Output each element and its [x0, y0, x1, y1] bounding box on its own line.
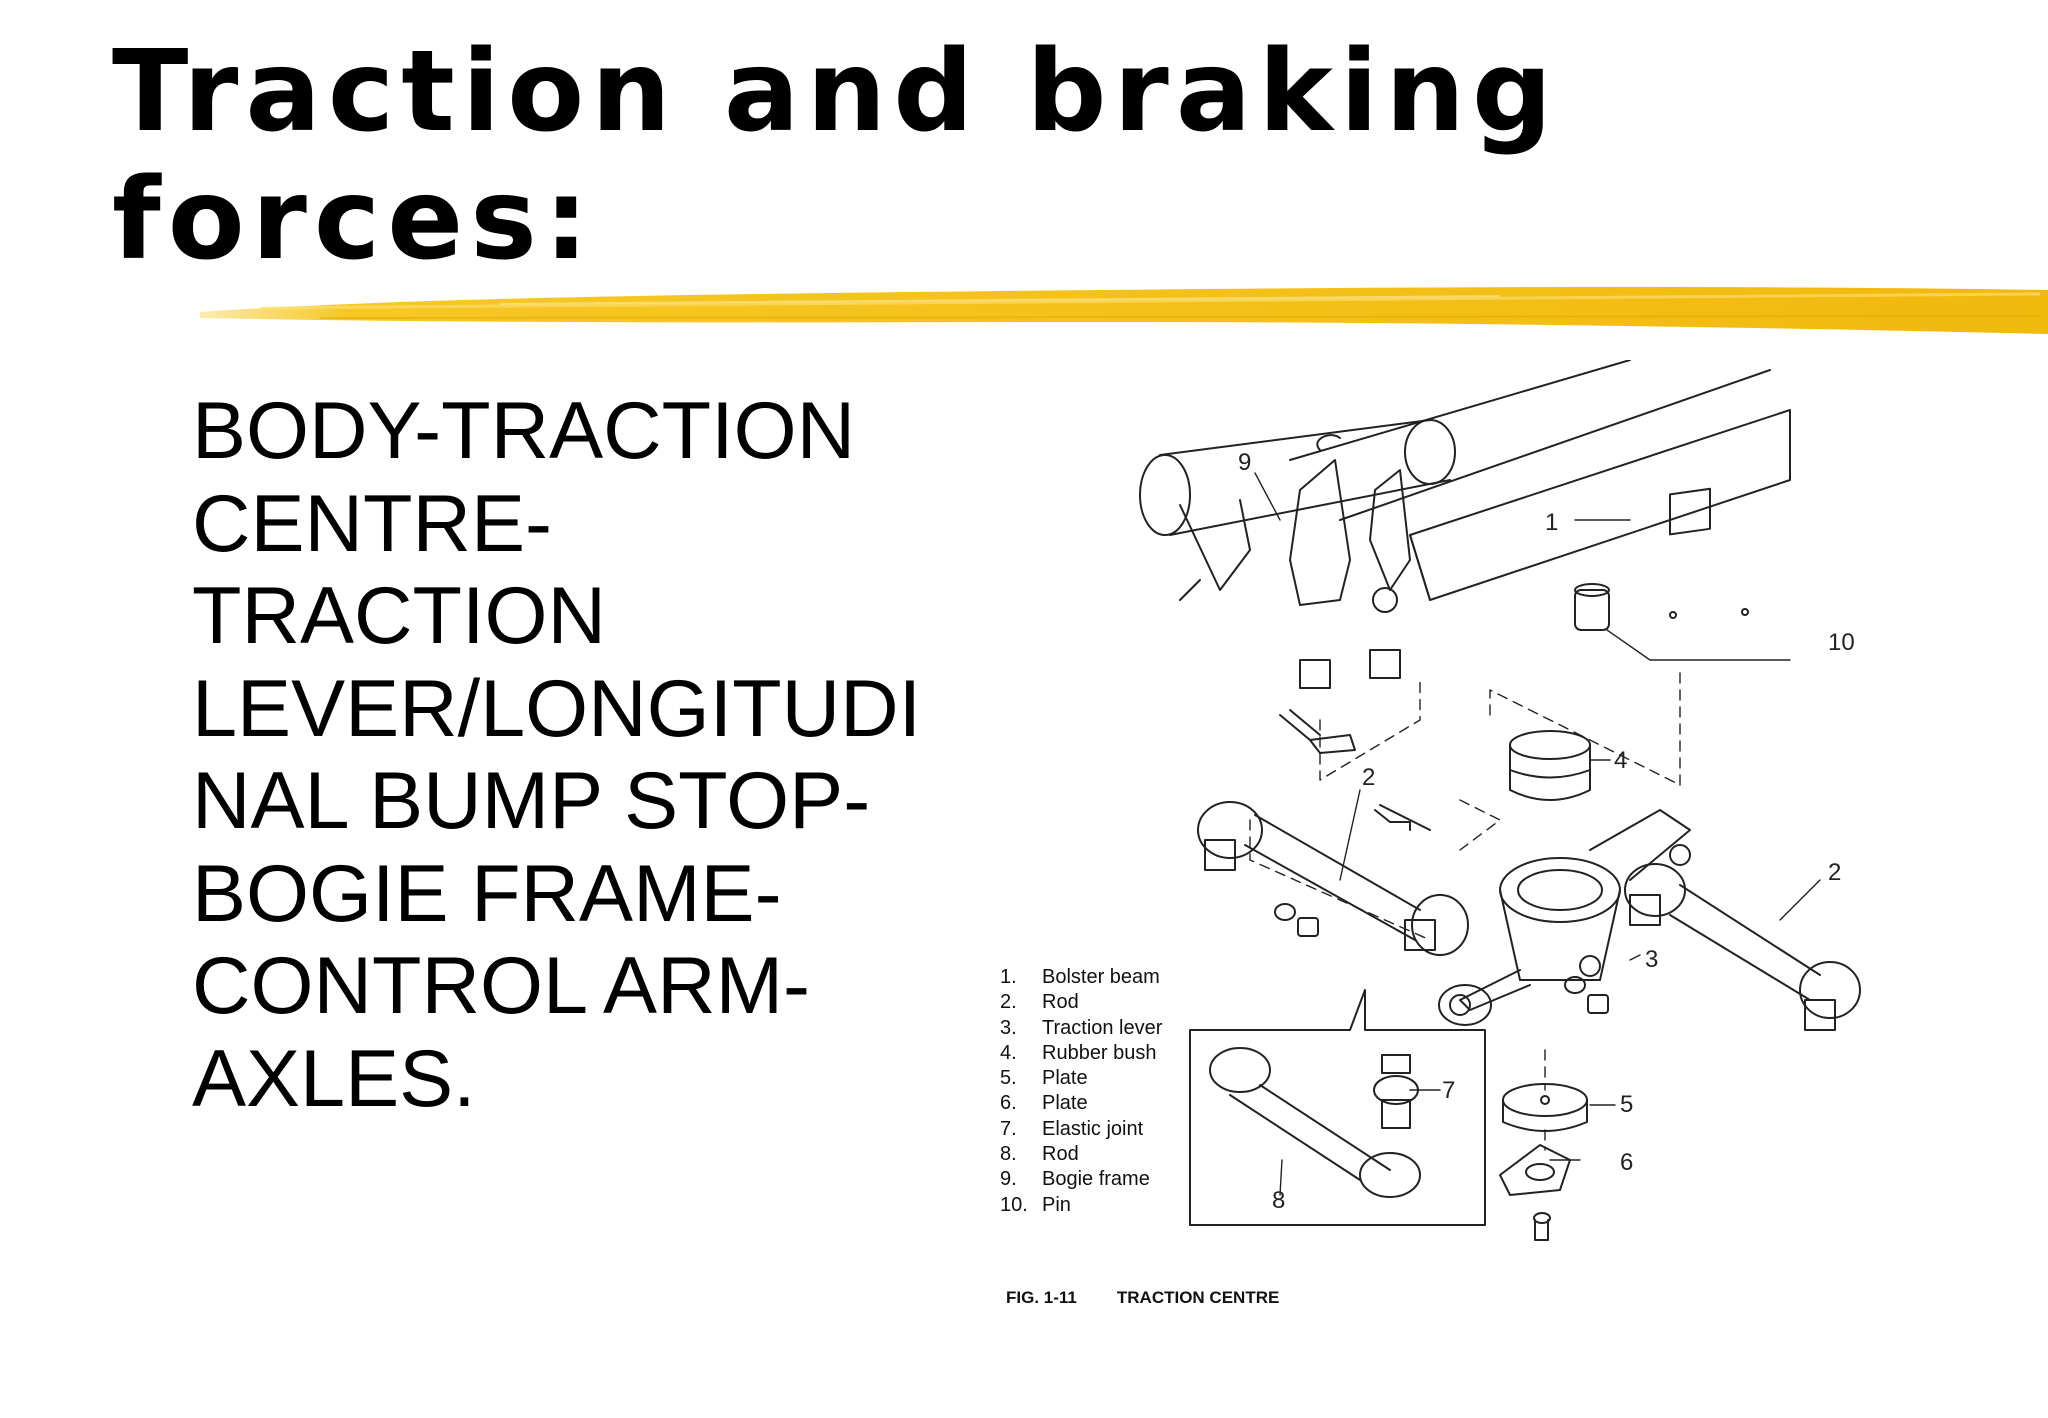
- detail-inset-box: [1189, 989, 1486, 1226]
- legend-item: 1.Bolster beam: [1000, 966, 1160, 988]
- bolt-part: [1279, 709, 1356, 754]
- callout-leaders: [1254, 472, 1821, 1196]
- callout-9: 9: [1238, 449, 1251, 476]
- legend-item: 3.Traction lever: [1000, 1016, 1163, 1039]
- legend-item: 8.Rod: [1000, 1143, 1079, 1166]
- rubber-bush-part: [1509, 730, 1591, 801]
- legend-item: 2.Rod: [1000, 991, 1079, 1014]
- traction-lever-part: [1438, 809, 1691, 1026]
- callout-6: 6: [1620, 1149, 1633, 1176]
- callout-2-left: 2: [1362, 764, 1375, 791]
- figure-caption: FIG. 1-11 TRACTION CENTRE: [1006, 1288, 1279, 1308]
- rod-left-part: [1197, 801, 1469, 956]
- bolt-part-2: [1374, 804, 1431, 831]
- callout-10: 10: [1828, 629, 1855, 656]
- callout-7: 7: [1442, 1077, 1455, 1104]
- traction-centre-diagram: 1 2 2 3 4 5 6 7 8 9 10: [1139, 360, 1861, 1241]
- legend-item: 10.Pin: [1000, 1193, 1071, 1216]
- washer-nut-part: [1274, 903, 1609, 1014]
- pin-part: [1574, 583, 1610, 631]
- legend-item: 7.Elastic joint: [1000, 1117, 1144, 1140]
- legend-item: 6.Plate: [1000, 1092, 1088, 1115]
- caption-number: FIG. 1-11: [1006, 1288, 1077, 1307]
- callout-2-right: 2: [1828, 859, 1841, 886]
- callout-5: 5: [1620, 1091, 1633, 1118]
- legend-item: 9.Bogie frame: [1000, 1168, 1150, 1191]
- slide-title: Traction and braking forces:: [112, 27, 1560, 285]
- bolster-beam-part: [1289, 360, 1791, 619]
- title-underline-stroke: [200, 287, 2048, 334]
- assembly-dashes: [1249, 669, 1681, 1151]
- plate-5-part: [1502, 1083, 1588, 1132]
- callout-3: 3: [1645, 946, 1658, 973]
- rod-right-part: [1624, 863, 1861, 1031]
- legend-item: 4.Rubber bush: [1000, 1041, 1157, 1064]
- plate-6-part: [1499, 1144, 1571, 1241]
- callout-8: 8: [1272, 1187, 1285, 1214]
- caption-title: TRACTION CENTRE: [1116, 1288, 1280, 1307]
- legend-item: 5.Plate: [1000, 1067, 1088, 1090]
- parts-legend: 1.Bolster beam 2.Rod 3.Traction lever 4.…: [1000, 965, 1162, 1218]
- callout-4: 4: [1614, 747, 1627, 774]
- callout-1: 1: [1545, 509, 1558, 536]
- bogie-frame-part: [1139, 419, 1456, 689]
- body-text: BODY-TRACTION CENTRE- TRACTION LEVER/LON…: [192, 386, 922, 1124]
